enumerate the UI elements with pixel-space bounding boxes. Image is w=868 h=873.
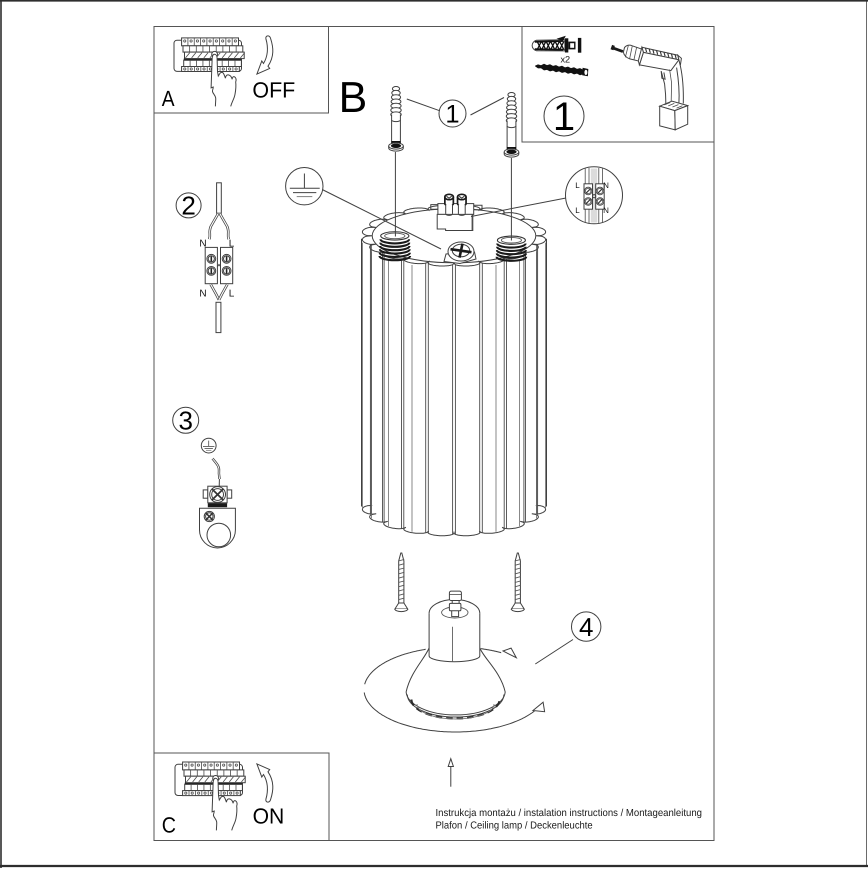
- svg-text:3: 3: [178, 406, 192, 436]
- svg-text:L: L: [575, 181, 580, 190]
- svg-text:N: N: [603, 181, 609, 190]
- svg-text:L: L: [575, 206, 580, 215]
- svg-text:1: 1: [445, 101, 459, 129]
- svg-text:N: N: [603, 206, 609, 215]
- svg-text:x2: x2: [560, 54, 570, 64]
- svg-text:OFF: OFF: [252, 77, 295, 102]
- svg-text:4: 4: [579, 612, 593, 642]
- svg-text:Plafon / Ceiling lamp / Decken: Plafon / Ceiling lamp / Deckenleuchte: [436, 821, 594, 832]
- svg-text:C: C: [162, 812, 176, 837]
- svg-text:L: L: [229, 288, 235, 299]
- svg-text:1: 1: [553, 95, 575, 139]
- svg-text:N: N: [199, 288, 206, 299]
- svg-text:B: B: [339, 74, 368, 122]
- svg-text:A: A: [162, 86, 175, 111]
- svg-text:ON: ON: [253, 803, 285, 828]
- svg-text:2: 2: [181, 191, 195, 221]
- svg-text:Instrukcja montażu / instalati: Instrukcja montażu / instalation instruc…: [436, 808, 703, 819]
